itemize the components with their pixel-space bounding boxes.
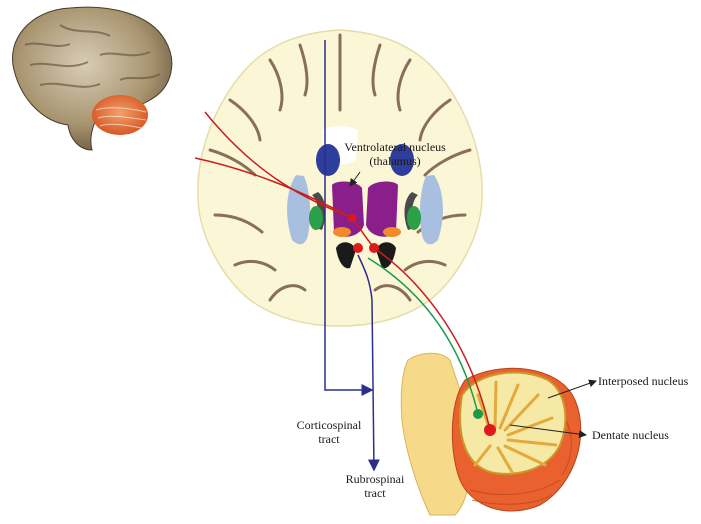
- corticospinal-label-line2: tract: [284, 432, 374, 446]
- coronal-brain-section: [198, 30, 482, 326]
- ventrolateral-label-line2: (thalamus): [325, 154, 465, 168]
- ventrolateral-label: Ventrolateral nucleus (thalamus): [325, 140, 465, 168]
- corticospinal-label-line1: Corticospinal: [284, 418, 374, 432]
- globus-pallidus-left: [309, 206, 323, 230]
- red-nucleus-left: [353, 243, 363, 253]
- cerebellum-highlight: [92, 95, 148, 135]
- rubrospinal-label: Rubrospinai tract: [332, 472, 418, 500]
- interposed-label: Interposed nucleus: [598, 374, 688, 388]
- brain-with-cerebellum-icon: [12, 7, 171, 150]
- cerebellum-section: [401, 353, 581, 515]
- dentate-label: Dentate nucleus: [592, 428, 669, 442]
- globus-pallidus-right: [407, 206, 421, 230]
- rubrospinal-label-line2: tract: [332, 486, 418, 500]
- rubrospinal-label-line1: Rubrospinai: [332, 472, 418, 486]
- ventrolateral-label-line1: Ventrolateral nucleus: [325, 140, 465, 154]
- corticospinal-label: Corticospinal tract: [284, 418, 374, 446]
